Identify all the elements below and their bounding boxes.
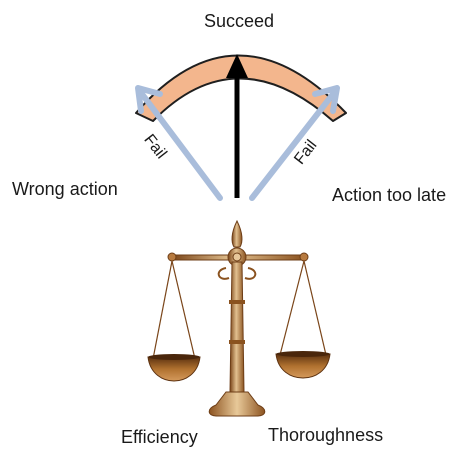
outcome-arc xyxy=(135,54,347,122)
scale-pan-left xyxy=(147,356,201,382)
label-wrong-action: Wrong action xyxy=(12,179,118,199)
fail-arrow-left xyxy=(135,85,223,201)
label-action-too-late: Action too late xyxy=(332,185,447,205)
scale-base xyxy=(208,391,266,417)
balance-scale xyxy=(147,219,331,417)
label-efficiency: Efficiency xyxy=(121,427,198,447)
label-thoroughness: Thoroughness xyxy=(268,425,384,445)
label-succeed: Succeed xyxy=(204,11,275,31)
scale-pan-right xyxy=(275,353,331,379)
scale-finial xyxy=(231,219,243,248)
scale-column xyxy=(229,261,245,393)
succeed-arrow xyxy=(226,54,248,198)
fail-arrow-right xyxy=(249,85,340,201)
